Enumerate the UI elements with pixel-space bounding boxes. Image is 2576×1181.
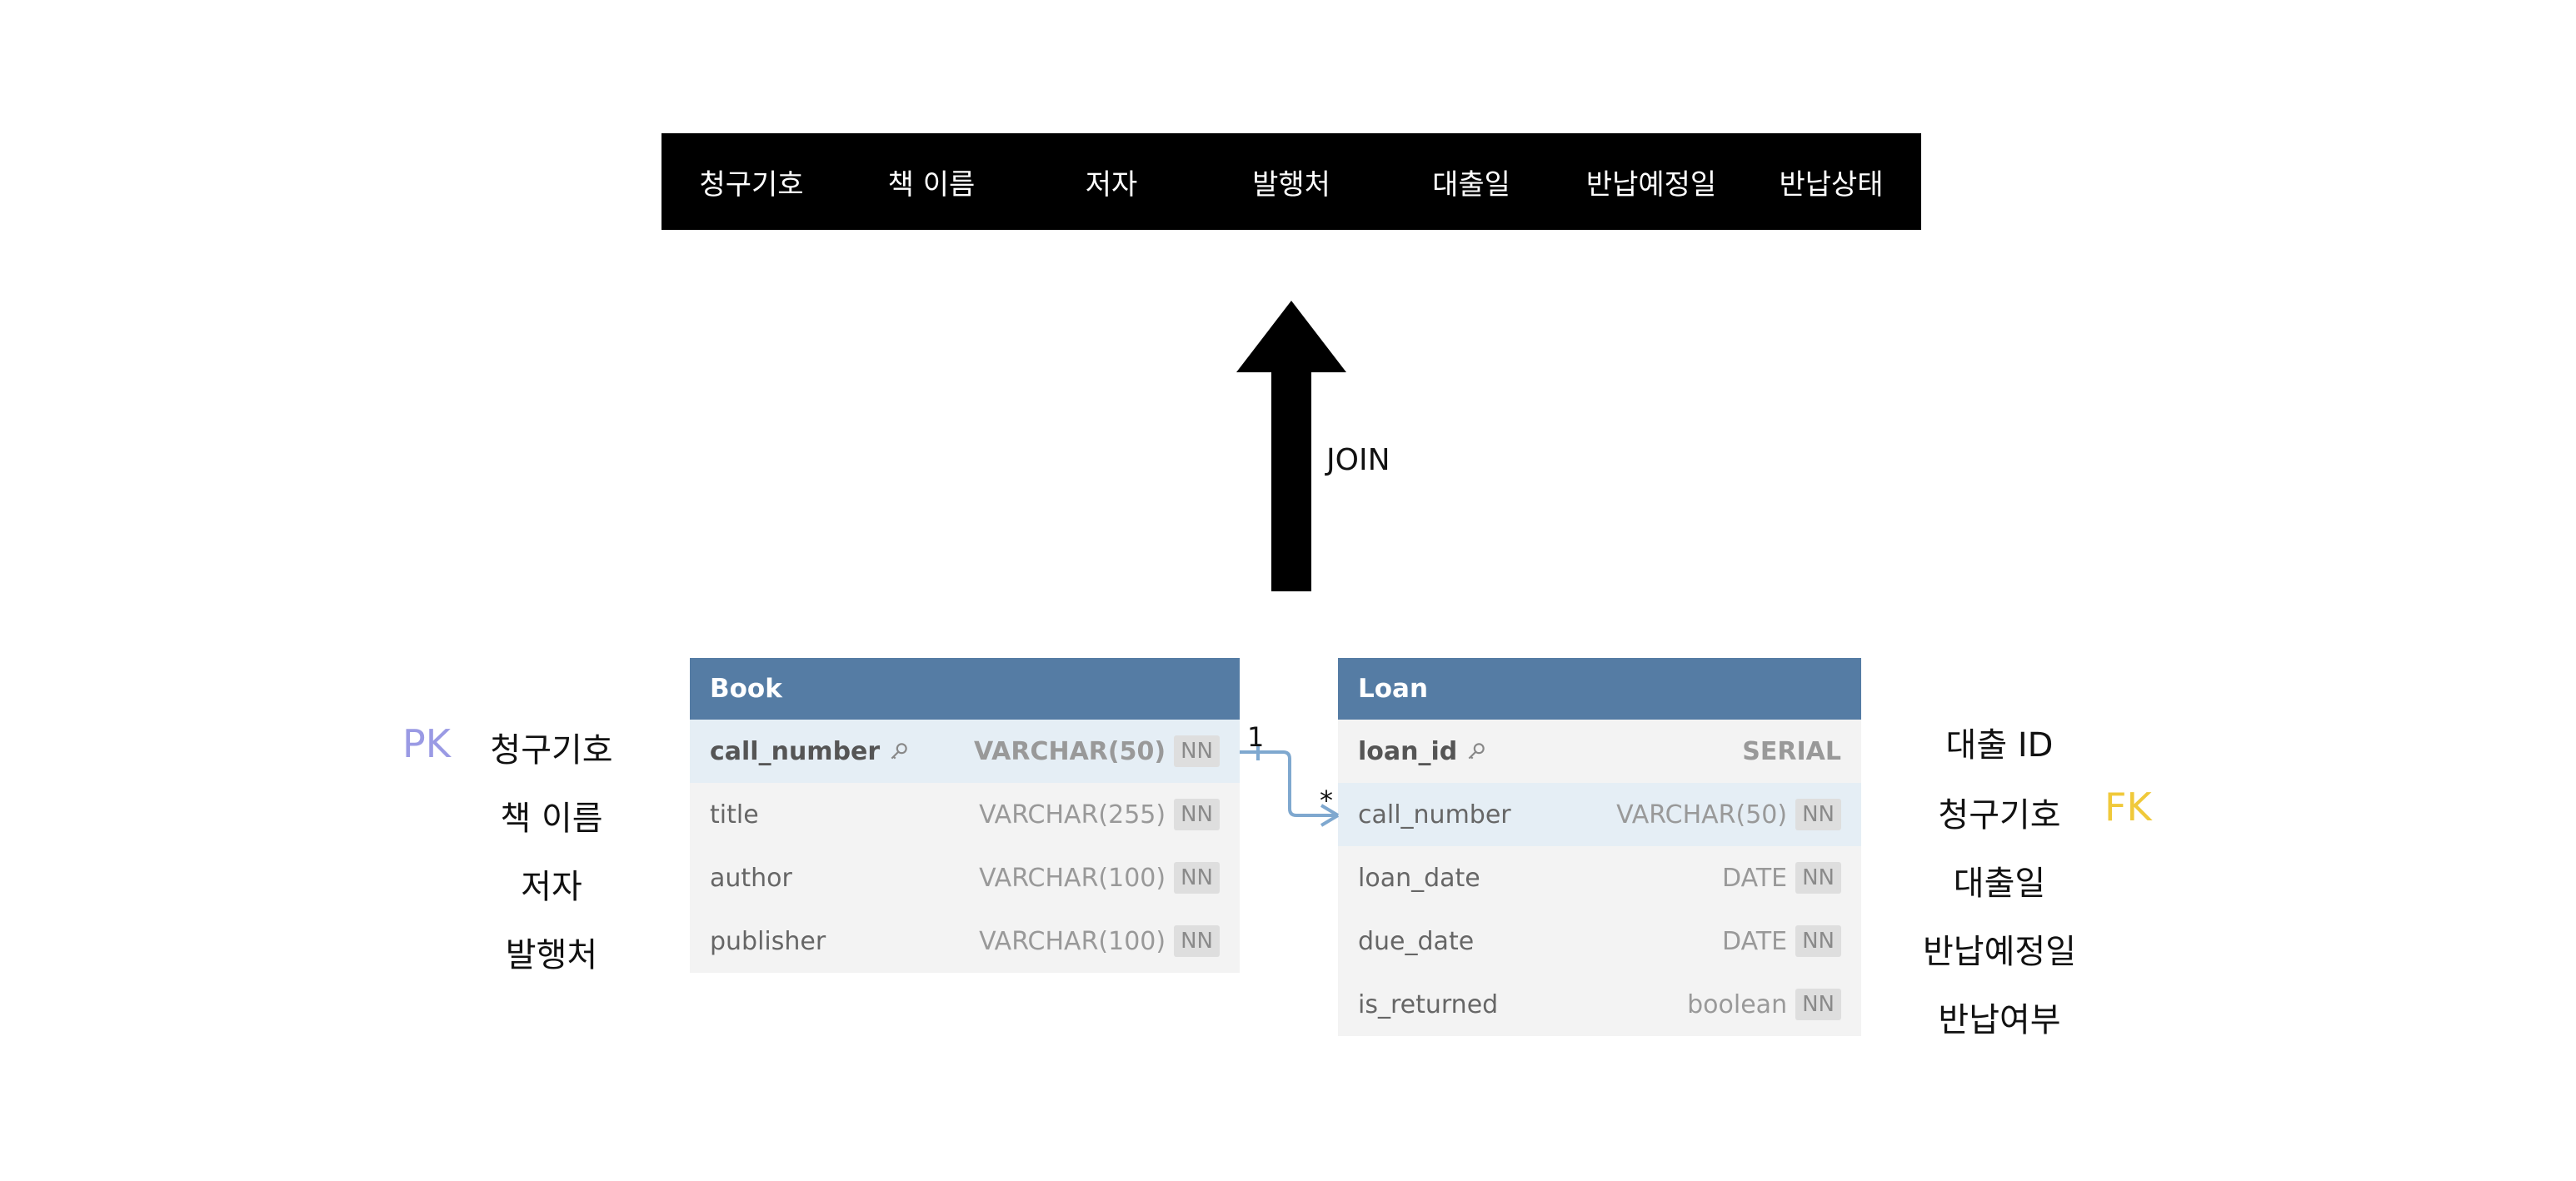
- loan-label-call-number: 청구기호: [1938, 796, 2061, 835]
- loan-label-due-date: 반납예정일: [1923, 933, 2076, 971]
- column-type: boolean: [1687, 989, 1788, 1019]
- column-type: VARCHAR(100): [979, 926, 1166, 956]
- loan-row-due-date: due_date DATE NN: [1338, 909, 1861, 973]
- fk-tag: FK: [2104, 785, 2152, 830]
- not-null-badge: NN: [1174, 735, 1220, 767]
- result-column-return-status: 반납상태: [1779, 167, 1884, 202]
- cardinality-many: *: [1320, 785, 1333, 816]
- result-column-due-date: 반납예정일: [1585, 167, 1717, 202]
- key-icon: [1468, 743, 1485, 760]
- loan-row-loan-date: loan_date DATE NN: [1338, 846, 1861, 909]
- cardinality-one: 1: [1247, 721, 1265, 753]
- column-name: is_returned: [1358, 989, 1499, 1019]
- column-name: author: [710, 863, 792, 893]
- result-column-publisher: 발행처: [1252, 167, 1330, 202]
- loan-table: Loan loan_id SERIAL call_number VARCHAR(…: [1338, 658, 1861, 1036]
- loan-table-title: Loan: [1338, 658, 1861, 720]
- column-type: VARCHAR(100): [979, 863, 1166, 893]
- not-null-badge: NN: [1174, 862, 1220, 894]
- book-label-author: 저자: [521, 868, 582, 906]
- not-null-badge: NN: [1795, 989, 1841, 1020]
- column-name: loan_date: [1358, 863, 1480, 893]
- book-label-publisher: 발행처: [505, 936, 598, 974]
- column-type: VARCHAR(255): [979, 800, 1166, 830]
- loan-row-is-returned: is_returned boolean NN: [1338, 973, 1861, 1036]
- book-row-title: title VARCHAR(255) NN: [690, 783, 1240, 846]
- book-row-author: author VARCHAR(100) NN: [690, 846, 1240, 909]
- loan-label-is-returned: 반납여부: [1938, 1001, 2061, 1039]
- not-null-badge: NN: [1795, 925, 1841, 957]
- result-column-call-number: 청구기호: [699, 167, 804, 202]
- loan-label-loan-id: 대출 ID: [1945, 726, 2054, 765]
- book-table: Book call_number VARCHAR(50) NN title VA…: [690, 658, 1240, 973]
- loan-label-loan-date: 대출일: [1953, 865, 2046, 903]
- result-column-author: 저자: [1085, 167, 1138, 202]
- not-null-badge: NN: [1174, 925, 1220, 957]
- result-header-bar: 청구기호 책 이름 저자 발행처 대출일 반납예정일 반납상태: [661, 133, 1921, 230]
- column-type: VARCHAR(50): [973, 736, 1166, 766]
- column-name: call_number: [710, 736, 881, 766]
- pk-tag: PK: [402, 721, 451, 766]
- loan-row-call-number: call_number VARCHAR(50) NN: [1338, 783, 1861, 846]
- book-label-call-number: 청구기호: [490, 731, 613, 770]
- column-name: call_number: [1358, 800, 1511, 830]
- column-name: title: [710, 800, 759, 830]
- column-type: DATE: [1722, 863, 1788, 893]
- column-name: publisher: [710, 926, 826, 956]
- book-label-title: 책 이름: [500, 800, 603, 838]
- book-row-publisher: publisher VARCHAR(100) NN: [690, 909, 1240, 973]
- join-label: JOIN: [1326, 443, 1390, 477]
- result-column-book-title: 책 이름: [887, 167, 976, 202]
- column-name: due_date: [1358, 926, 1475, 956]
- column-type: DATE: [1722, 926, 1788, 956]
- not-null-badge: NN: [1174, 799, 1220, 830]
- column-name: loan_id: [1358, 736, 1458, 766]
- book-table-title: Book: [690, 658, 1240, 720]
- result-column-loan-date: 대출일: [1432, 167, 1510, 202]
- not-null-badge: NN: [1795, 862, 1841, 894]
- column-type: SERIAL: [1742, 736, 1841, 766]
- key-icon: [891, 743, 907, 760]
- not-null-badge: NN: [1795, 799, 1841, 830]
- column-type: VARCHAR(50): [1616, 800, 1788, 830]
- book-row-call-number: call_number VARCHAR(50) NN: [690, 720, 1240, 783]
- loan-row-loan-id: loan_id SERIAL: [1338, 720, 1861, 783]
- join-arrow-icon: [1236, 301, 1346, 591]
- many-marker-icon: [1320, 804, 1340, 817]
